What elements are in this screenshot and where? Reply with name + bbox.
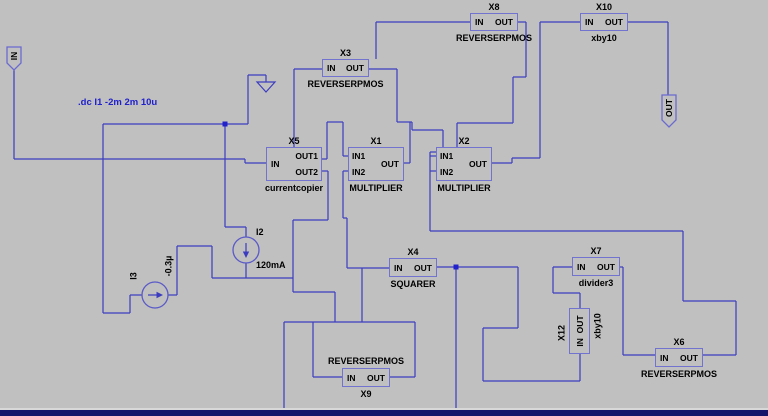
- name-x12[interactable]: xby10: [592, 313, 603, 339]
- block-x12[interactable]: IN OUT: [569, 308, 590, 354]
- name-x9[interactable]: REVERSERPMOS: [327, 356, 405, 366]
- block-x6[interactable]: IN OUT: [655, 348, 703, 367]
- port-in[interactable]: [6, 46, 22, 71]
- wire-junction-dot: [453, 264, 459, 270]
- designator-x2[interactable]: X2: [458, 136, 470, 146]
- name-x7[interactable]: divider3: [578, 278, 614, 288]
- x10-pin-out: OUT: [605, 16, 623, 27]
- x3-pin-out: OUT: [346, 62, 364, 73]
- port-label-out: OUT: [663, 99, 674, 117]
- x3-pin-in: IN: [327, 62, 336, 73]
- spice-directive[interactable]: .dc I1 -2m 2m 10u: [78, 97, 158, 108]
- source-designator-i2[interactable]: I2: [256, 227, 264, 237]
- name-x6[interactable]: REVERSERPMOS: [640, 369, 718, 379]
- port-out[interactable]: [661, 94, 677, 128]
- source-value-i3[interactable]: -0.3µ: [163, 255, 174, 277]
- x9-pin-in: IN: [347, 372, 356, 383]
- bottom-bar: [0, 410, 768, 416]
- block-x9[interactable]: IN OUT: [342, 368, 390, 387]
- x4-pin-out: OUT: [414, 262, 432, 273]
- designator-x5[interactable]: X5: [288, 136, 300, 146]
- port-label-in: IN: [8, 51, 19, 60]
- current-arrowhead-icon: [242, 251, 250, 258]
- x9-pin-out: OUT: [367, 372, 385, 383]
- current-source-i3[interactable]: [141, 281, 169, 309]
- block-x8[interactable]: IN OUT: [470, 13, 518, 31]
- x5-pin-out2: OUT2: [295, 166, 318, 177]
- current-arrowhead-icon: [156, 291, 163, 299]
- source-value-i2[interactable]: 120mA: [256, 260, 286, 270]
- wire-junction-dot: [222, 121, 228, 127]
- x4-pin-in: IN: [394, 262, 403, 273]
- x2-pin-in1: IN1: [440, 151, 454, 161]
- block-x10[interactable]: IN OUT: [580, 13, 628, 31]
- source-designator-i3[interactable]: I3: [128, 272, 139, 280]
- name-x3[interactable]: REVERSERPMOS: [307, 79, 384, 89]
- x10-pin-in: IN: [585, 16, 594, 27]
- x5-pin-in: IN: [271, 158, 280, 169]
- x2-pin-out: OUT: [469, 158, 487, 169]
- x7-pin-out: OUT: [597, 261, 615, 272]
- ground-symbol[interactable]: [255, 81, 277, 93]
- designator-x6[interactable]: X6: [673, 337, 685, 347]
- designator-x9[interactable]: X9: [360, 389, 372, 399]
- name-x1[interactable]: MULTIPLIER: [349, 183, 403, 193]
- x8-pin-in: IN: [475, 16, 484, 27]
- block-x7[interactable]: IN OUT: [572, 257, 620, 276]
- name-x10[interactable]: xby10: [591, 33, 617, 43]
- designator-x8[interactable]: X8: [488, 2, 500, 12]
- x7-pin-in: IN: [577, 261, 586, 272]
- designator-x12[interactable]: X12: [556, 324, 567, 342]
- x5-pin-out1: OUT1: [295, 151, 318, 161]
- name-x2[interactable]: MULTIPLIER: [437, 183, 491, 193]
- designator-x4[interactable]: X4: [407, 247, 419, 257]
- x8-pin-out: OUT: [495, 16, 513, 27]
- x2-pin-in2: IN2: [440, 166, 454, 177]
- block-x3[interactable]: IN OUT: [322, 59, 369, 77]
- x1-pin-in2: IN2: [352, 166, 366, 177]
- designator-x10[interactable]: X10: [595, 2, 613, 12]
- current-source-i2[interactable]: [232, 236, 260, 264]
- x1-pin-out: OUT: [381, 158, 399, 169]
- name-x8[interactable]: REVERSERPMOS: [455, 33, 533, 43]
- designator-x3[interactable]: X3: [339, 48, 352, 58]
- name-x5[interactable]: currentcopier: [264, 183, 324, 193]
- bottom-separator: [0, 408, 768, 410]
- block-x4[interactable]: IN OUT: [389, 258, 437, 277]
- x6-pin-in: IN: [660, 352, 669, 363]
- name-x4[interactable]: SQUARER: [390, 279, 436, 289]
- designator-x1[interactable]: X1: [370, 136, 382, 146]
- x6-pin-out: OUT: [680, 352, 698, 363]
- x12-pins: IN OUT: [574, 315, 585, 347]
- designator-x7[interactable]: X7: [590, 246, 602, 256]
- x1-pin-in1: IN1: [352, 151, 366, 161]
